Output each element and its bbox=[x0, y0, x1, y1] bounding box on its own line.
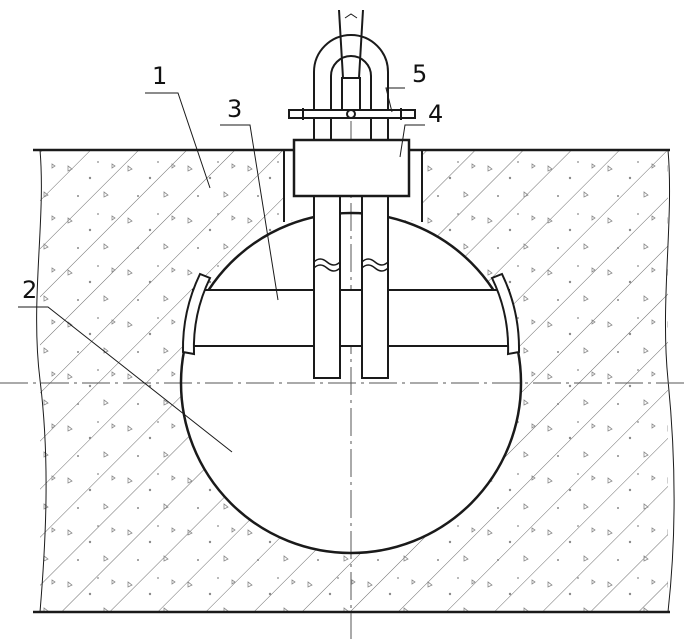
label-5: 5 bbox=[412, 60, 427, 88]
break-lines bbox=[36, 149, 675, 613]
u-clamp bbox=[313, 34, 389, 140]
rod-break-marks bbox=[313, 258, 389, 272]
label-4: 4 bbox=[428, 100, 443, 128]
label-1: 1 bbox=[152, 62, 167, 90]
leader-lines bbox=[18, 87, 425, 453]
clamp-block bbox=[292, 138, 411, 198]
slot-walls bbox=[283, 150, 423, 222]
hanger-stem bbox=[338, 9, 364, 119]
sphere-body bbox=[179, 211, 523, 555]
vertical-rods bbox=[313, 195, 389, 379]
surface-lines bbox=[33, 148, 670, 614]
cross-bar bbox=[192, 289, 510, 347]
bar-end-shoes bbox=[181, 272, 521, 356]
label-2: 2 bbox=[22, 276, 37, 304]
label-3: 3 bbox=[227, 95, 242, 123]
